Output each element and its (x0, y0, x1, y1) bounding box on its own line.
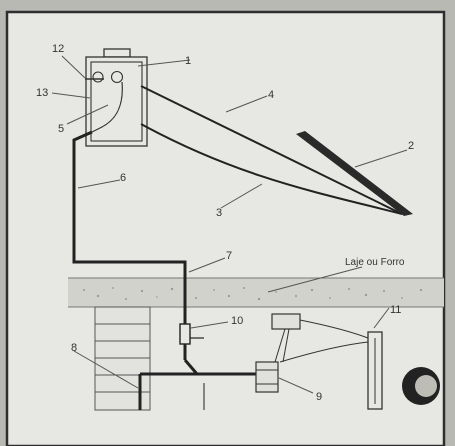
hot-water-pipe (140, 85, 403, 215)
callout-12 (61, 55, 86, 79)
label-10: 10 (231, 315, 243, 327)
label-4: 4 (268, 89, 274, 101)
label-5: 5 (58, 123, 64, 135)
controller-wire-a (274, 328, 286, 363)
callout-2 (354, 149, 408, 168)
callout-5 (66, 104, 109, 125)
callout-3 (220, 183, 263, 209)
sensor-wire-top (299, 319, 369, 339)
label-9: 9 (316, 391, 322, 403)
label-12: 12 (52, 43, 64, 55)
storage-tank (85, 48, 148, 147)
sensor-wire-bottom (279, 341, 369, 363)
tank-valve-right (110, 70, 124, 84)
label-8: 8 (71, 342, 77, 354)
supply-pipe (72, 130, 187, 324)
label-2: 2 (408, 140, 414, 152)
callout-7 (188, 257, 226, 273)
label-7: 7 (226, 250, 232, 262)
callout-6b (77, 179, 121, 189)
label-3: 3 (216, 207, 222, 219)
brick-wall (94, 306, 151, 411)
callout-4 (225, 95, 268, 113)
register-valve (179, 323, 191, 345)
tank-valve-left (92, 71, 104, 83)
callout-10 (190, 321, 229, 329)
cold-water-pipe (140, 123, 403, 215)
label-11: 11 (390, 304, 401, 316)
label-slab: Laje ou Forro (345, 257, 405, 268)
callout-11 (373, 307, 390, 329)
label-13: 13 (36, 87, 48, 99)
label-1: 1 (185, 55, 191, 67)
tank-internal-pipe (91, 81, 123, 133)
callout-1 (137, 59, 191, 67)
ceiling-slab (68, 277, 444, 308)
callout-9 (278, 377, 314, 394)
callout-13 (51, 92, 91, 99)
pump (255, 361, 279, 393)
controller-box (271, 313, 301, 330)
solar-collector (296, 131, 413, 216)
callout-8 (73, 350, 139, 389)
callout-slab (267, 266, 363, 293)
punch-hole-inner (415, 375, 437, 397)
label-6b: 6 (120, 172, 126, 184)
controller-wire-b (282, 328, 290, 363)
